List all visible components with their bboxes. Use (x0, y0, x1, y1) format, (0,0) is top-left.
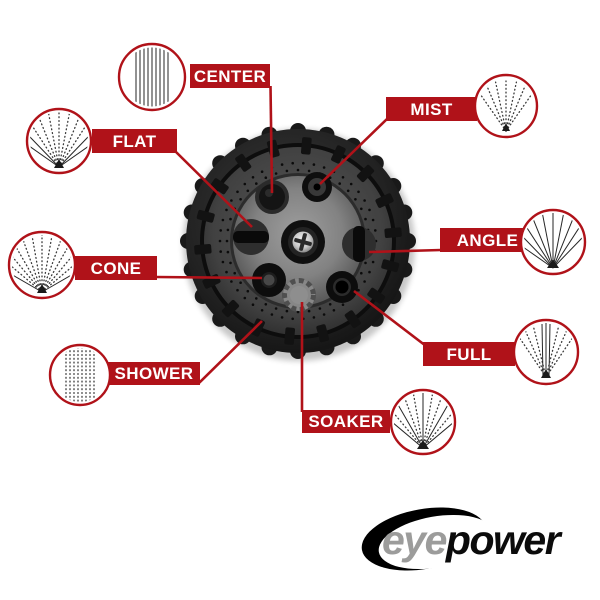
leader-line-mist (319, 117, 389, 185)
leader-line-cone (155, 275, 263, 280)
nozzle-flat-outlet (233, 219, 269, 255)
callout-label-center: CENTER (190, 64, 270, 88)
callout-label-cone: CONE (75, 256, 157, 280)
callout-label-mist: MIST (386, 97, 477, 121)
leader-line-flat (173, 149, 253, 228)
callout-label-soaker: SOAKER (302, 410, 390, 433)
callout-label-full: FULL (423, 342, 515, 366)
callout-label-flat: FLAT (92, 129, 177, 153)
nozzle-angle-outlet (342, 226, 376, 262)
nozzle-soaker-outlet (282, 278, 316, 312)
nozzle-full-outlet (326, 271, 358, 303)
nozzle-cone-outlet (252, 263, 286, 297)
leader-line-full (353, 289, 427, 348)
nozzle-center-screw (281, 220, 325, 264)
leader-lines (155, 85, 442, 412)
leader-line-center (269, 85, 274, 194)
leader-line-shower (198, 320, 263, 384)
spray-nozzle-image (180, 123, 416, 361)
nozzle-center-outlet (255, 180, 289, 214)
callout-label-shower: SHOWER (108, 362, 200, 385)
leader-line-angle (368, 248, 442, 254)
callout-label-angle: ANGLE (440, 228, 535, 252)
